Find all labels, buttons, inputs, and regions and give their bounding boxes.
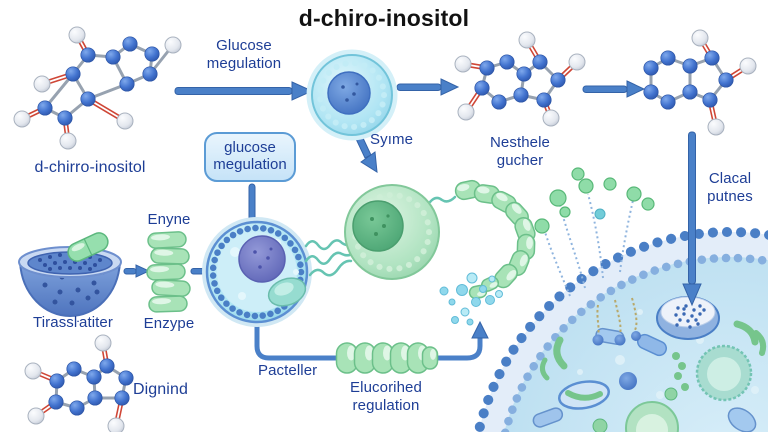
label-tirassratiter: Tirassŀatiter <box>33 314 113 331</box>
membrane-pore <box>656 296 720 340</box>
giant-cell-illustration <box>473 167 768 432</box>
petri-dish-illustration <box>18 232 122 318</box>
label-d-chirro-inositol: d-chirro-inositol <box>34 159 146 176</box>
arrow-pacteller-head <box>471 320 489 339</box>
label-nesthele-gucher: Nesthele gucher <box>489 134 550 169</box>
nucleus <box>327 71 371 115</box>
nucleus <box>238 235 286 283</box>
green-cell-illustration <box>344 184 440 280</box>
molecule-top-right <box>643 29 757 136</box>
enzyme-stack-illustration <box>146 231 191 313</box>
label-enzype: Enzype <box>143 315 195 332</box>
label-enyne: Enyne <box>147 211 191 228</box>
label-elucorihed-regulation: Elucorihed regulation <box>350 379 422 414</box>
inner-stalks <box>596 297 638 335</box>
arrow-dish-to-enzyme <box>123 264 151 278</box>
arrow-clacal-putnes <box>682 131 702 307</box>
diagram-title: d-chiro-inositol <box>298 5 470 31</box>
label-glucose-megulation-arrow: Glucose megulation <box>206 37 282 72</box>
arrow-pacteller-path <box>254 320 483 361</box>
capsule-chain-horizontal <box>335 342 439 374</box>
arrow-nesthele-to-molecule <box>582 80 646 98</box>
molecule-d-chirro-inositol <box>13 26 182 150</box>
inner-stalk-heads <box>592 331 641 346</box>
label-clacal-putnes: Clacal putnes <box>707 170 753 205</box>
nucleus <box>352 200 404 252</box>
arrow-cell-to-nesthele <box>396 78 460 96</box>
organelles <box>532 320 767 432</box>
label-syime: Syıme <box>370 131 414 148</box>
glucose-megulation-box: glucose megulation <box>204 132 296 182</box>
surface-receptors <box>534 167 655 297</box>
blue-cell-large-illustration <box>202 217 312 327</box>
arrow-glucose-megulation <box>174 81 314 101</box>
label-pacteller: Pacteller <box>258 362 318 379</box>
blue-cell-small-illustration <box>306 49 398 141</box>
released-particles <box>439 272 503 326</box>
capsule-chain-curved <box>454 179 536 300</box>
molecule-nesthele-gucher <box>454 31 586 127</box>
molecule-dignind <box>24 334 134 432</box>
label-dignind: Dignind <box>133 381 188 398</box>
capsule-pill <box>67 232 109 262</box>
